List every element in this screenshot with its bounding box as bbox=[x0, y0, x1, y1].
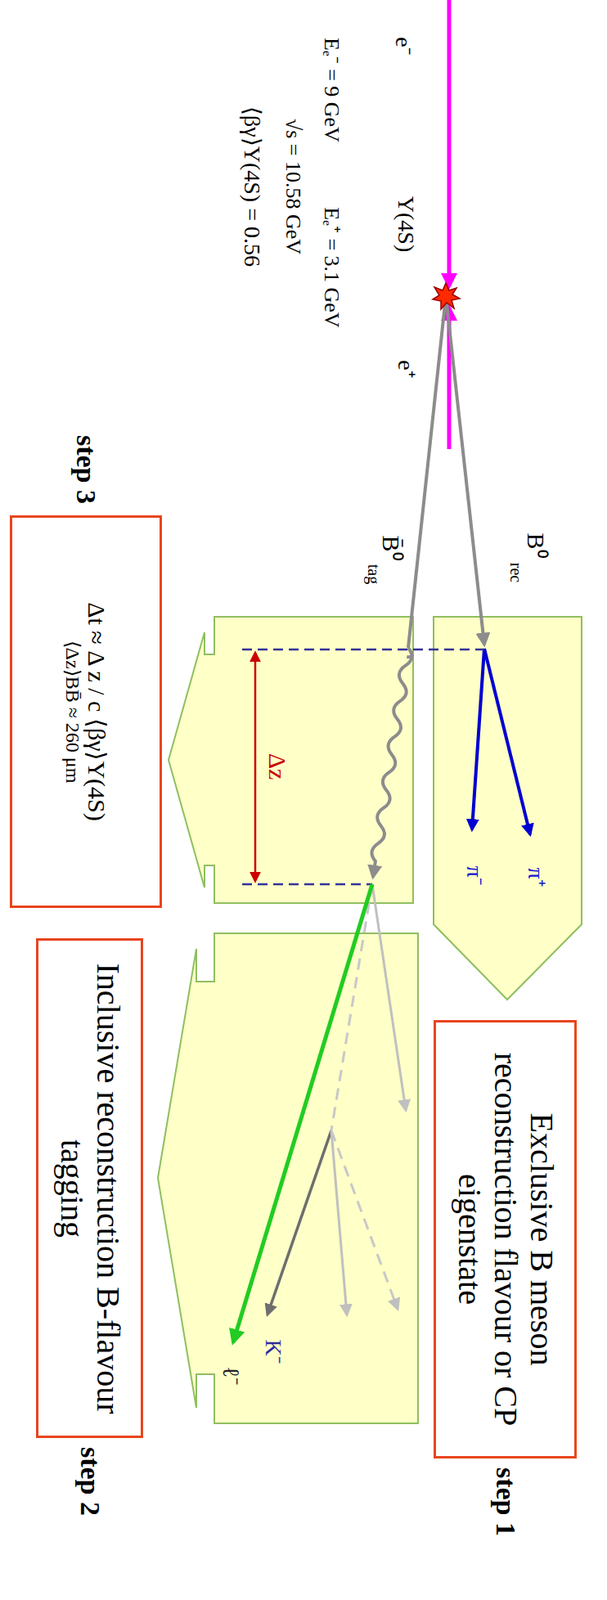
particle-label: B⁰ bbox=[523, 532, 549, 558]
box-text: Δt ≈ Δ z / c ⟨βγ⟩Υ(4S)⟨Δz⟩BB̄ ≈ 260 μm bbox=[61, 527, 110, 896]
step-box: Δt ≈ Δ z / c ⟨βγ⟩Υ(4S)⟨Δz⟩BB̄ ≈ 260 μmst… bbox=[9, 515, 162, 909]
particle-subscript: rec bbox=[508, 562, 525, 583]
beam-label: e⁺ bbox=[394, 359, 418, 378]
vertex-line bbox=[242, 648, 485, 652]
b-tag-track bbox=[408, 296, 446, 648]
flow-panel bbox=[168, 616, 414, 904]
vertex-line bbox=[242, 883, 373, 886]
pion-track bbox=[484, 648, 531, 835]
flow-panel bbox=[157, 933, 419, 1424]
collision-point bbox=[432, 283, 460, 310]
step-heading: step 3 bbox=[71, 435, 100, 504]
box-body-text: Δt ≈ Δ z / c ⟨βγ⟩Υ(4S) bbox=[83, 527, 111, 896]
delta-z-arrow bbox=[254, 652, 257, 882]
particle-label: B̄⁰ bbox=[378, 535, 404, 561]
b-rec-track bbox=[445, 296, 485, 645]
mixing-wave bbox=[372, 647, 413, 877]
distance-label: Δz bbox=[265, 753, 290, 781]
beam-energy: Eₑ⁺ = 3.1 GeV bbox=[320, 206, 342, 328]
step-box: Inclusive reconstruction B-flavour taggi… bbox=[35, 938, 144, 1439]
kaon-track bbox=[267, 1130, 332, 1315]
step-heading: step 1 bbox=[491, 1467, 520, 1537]
beam-label: e⁻ bbox=[391, 36, 415, 54]
particle-label: K⁻ bbox=[261, 1339, 285, 1363]
particle-label: ℓ⁻ bbox=[219, 1366, 243, 1385]
box-body-text: Inclusive reconstruction B-flavour taggi… bbox=[53, 950, 126, 1426]
box-body-text: ⟨Δz⟩BB̄ ≈ 260 μm bbox=[61, 527, 83, 896]
resonance-label: Υ(4S) bbox=[394, 196, 418, 252]
step-box: Exclusive B meson reconstruction flavour… bbox=[433, 1020, 577, 1459]
particle-label: π⁻ bbox=[463, 865, 486, 885]
box-text: Inclusive reconstruction B-flavour taggi… bbox=[53, 950, 126, 1426]
particle-label: π⁺ bbox=[524, 867, 548, 886]
decay-track bbox=[331, 1130, 398, 1309]
beam-energy: Eₑ⁻ = 9 GeV bbox=[320, 37, 342, 143]
flow-panel bbox=[433, 616, 582, 1000]
boost-value: ⟨βγ⟩Υ(4S) = 0.56 bbox=[240, 106, 264, 267]
pion-track bbox=[472, 648, 485, 830]
decay-track bbox=[372, 884, 406, 1111]
box-body-text: Exclusive B meson reconstruction flavour… bbox=[451, 1032, 560, 1447]
step-heading: step 2 bbox=[76, 1447, 104, 1516]
box-text: Exclusive B meson reconstruction flavour… bbox=[451, 1032, 560, 1447]
decay-track bbox=[331, 1130, 347, 1315]
cm-energy: √s = 10.58 GeV bbox=[282, 118, 304, 255]
decay-track bbox=[331, 884, 373, 1131]
electron-beam bbox=[447, 0, 452, 287]
particle-subscript: tag bbox=[365, 564, 383, 585]
lepton-track bbox=[233, 884, 373, 1343]
